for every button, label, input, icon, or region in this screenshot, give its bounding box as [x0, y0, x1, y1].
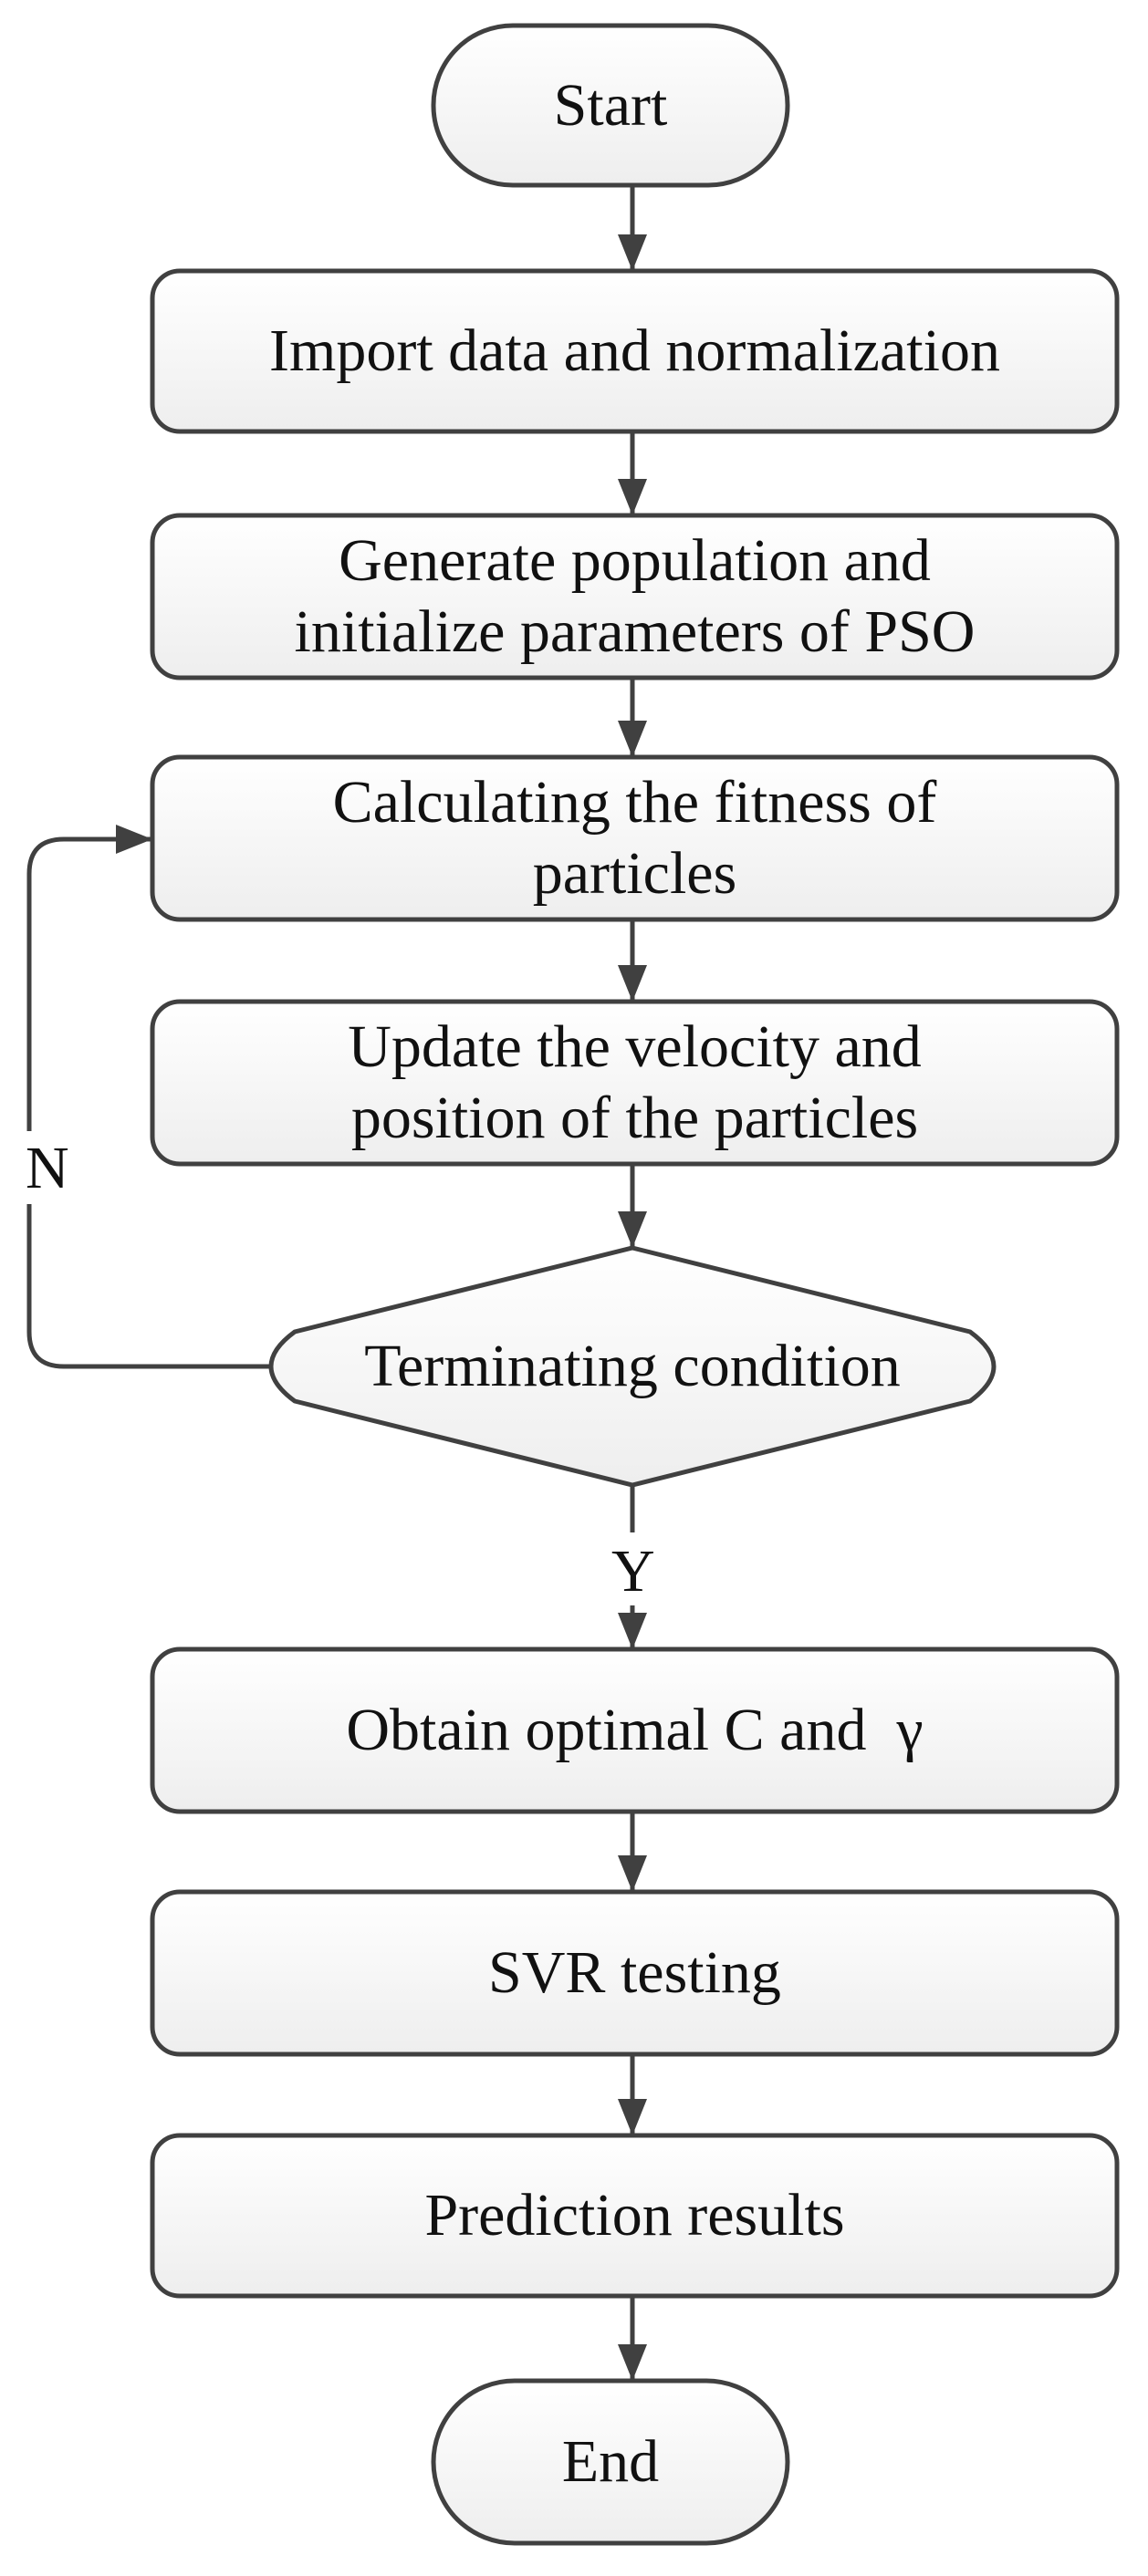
generate-text-line-2: initialize parameters of PSO — [294, 598, 976, 665]
fitness-text-line-2: particles — [532, 840, 737, 907]
decision-text: Terminating condition — [364, 1333, 901, 1400]
update-text-line-2: position of the particles — [350, 1085, 919, 1151]
end-label: End — [433, 2381, 788, 2543]
decision-label: Terminating condition — [269, 1314, 996, 1419]
end-text: End — [561, 2428, 660, 2496]
yes-branch-label: Y — [611, 1538, 655, 1605]
update-text-line-1: Update the velocity and — [348, 1013, 922, 1081]
arrow-decision-no-loop — [26, 825, 269, 1369]
svr-text: SVR testing — [488, 1939, 781, 2007]
import-label: Import data and normalization — [152, 271, 1117, 431]
fitness-text-line-1: Calculating the fitness of — [332, 769, 937, 836]
end-terminal — [431, 2378, 790, 2546]
optimal-label: Obtain optimal C and γ — [152, 1649, 1117, 1812]
yes-label-background — [602, 1532, 663, 1605]
start-terminal — [431, 23, 790, 188]
generate-label: Generate population and initialize param… — [152, 515, 1117, 678]
generate-text-line-1: Generate population and — [339, 527, 931, 595]
fitness-label: Calculating the fitness of particles — [152, 757, 1117, 919]
update-label: Update the velocity and position of the … — [152, 1002, 1117, 1164]
prediction-label: Prediction results — [152, 2135, 1117, 2296]
no-label-background — [18, 1131, 73, 1204]
import-text: Import data and normalization — [269, 317, 1000, 385]
prediction-text: Prediction results — [424, 2182, 845, 2249]
optimal-text: Obtain optimal C and γ — [346, 1697, 924, 1764]
no-branch-label: N — [26, 1135, 69, 1201]
start-text: Start — [553, 71, 668, 139]
svr-label: SVR testing — [152, 1892, 1117, 2054]
start-label: Start — [433, 26, 788, 185]
